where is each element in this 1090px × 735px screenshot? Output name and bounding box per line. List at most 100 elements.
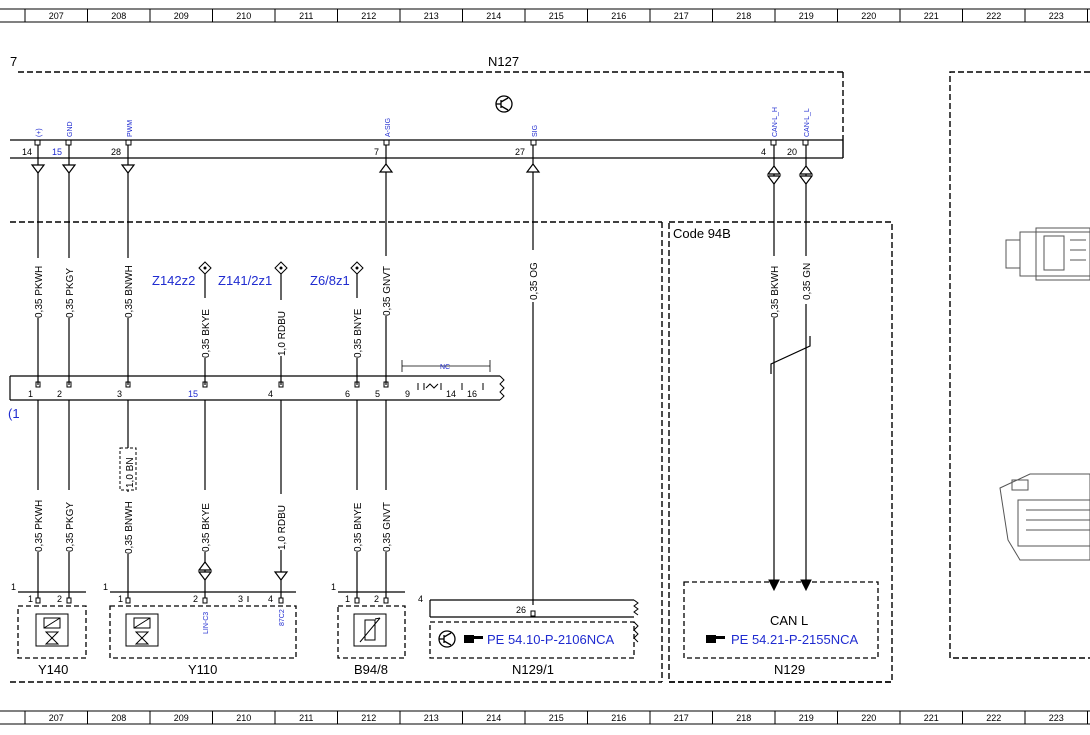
bottom-ruler-label: 212 (361, 713, 376, 723)
bottom-ruler-label: 207 (49, 713, 64, 723)
bottom-ruler-label: 213 (424, 713, 439, 723)
svg-text:B94/8: B94/8 (354, 662, 388, 677)
svg-text:1: 1 (345, 594, 350, 604)
svg-text:3: 3 (117, 389, 122, 399)
pin-27: 27 SIG (515, 125, 539, 157)
intermediate-connector: (1 NC 1 2 3 15 4 6 5 (8, 360, 505, 421)
connector-left-fragment: (1 (8, 406, 20, 421)
svg-text:9: 9 (405, 389, 410, 399)
svg-text:GND: GND (67, 121, 74, 137)
bottom-ruler-label: 219 (799, 713, 814, 723)
top-ruler-label: 220 (861, 11, 876, 21)
upper-wires (37, 145, 807, 605)
top-ruler-label: 222 (986, 11, 1001, 21)
bottom-ruler-label: 216 (611, 713, 626, 723)
top-ruler-label: 221 (924, 11, 939, 21)
svg-text:16: 16 (467, 389, 477, 399)
splice-points: Z142z2 Z141/2z1 Z6/8z1 (152, 261, 364, 288)
svg-text:0,35 GNVT: 0,35 GNVT (382, 502, 393, 552)
svg-text:LIN-C3: LIN-C3 (203, 612, 210, 634)
bottom-ruler-label: 217 (674, 713, 689, 723)
pin-14: 14 (+) (22, 128, 43, 157)
svg-text:Y110: Y110 (188, 662, 217, 677)
svg-text:Z142z2: Z142z2 (152, 273, 195, 288)
svg-text:1: 1 (28, 389, 33, 399)
bottom-ruler-label: 208 (111, 713, 126, 723)
svg-text:3: 3 (238, 594, 243, 604)
svg-text:7: 7 (374, 147, 379, 157)
component-y110: 1 1 2 3 4 LIN-C3 87C2 Y110 (103, 582, 297, 677)
n127-module: 7 N127 (10, 54, 844, 159)
right-module-outline (949, 71, 1090, 659)
svg-text:2: 2 (374, 594, 379, 604)
harness-boundary (10, 221, 663, 683)
svg-text:0,35 PKWH: 0,35 PKWH (34, 266, 45, 318)
svg-text:4: 4 (418, 594, 423, 604)
lower-wire-labels: 0,35 PKWH 0,35 PKGY 0,35 BNWH 0,35 BKYE … (31, 490, 393, 554)
svg-text:26: 26 (516, 605, 526, 615)
n127-left-fragment: 7 (10, 54, 17, 69)
n127-title: N127 (488, 54, 519, 69)
svg-text:Z6/8z1: Z6/8z1 (310, 273, 350, 288)
top-ruler-label: 217 (674, 11, 689, 21)
top-ruler-label: 218 (736, 11, 751, 21)
pin-28: 28 PWM (111, 120, 134, 157)
upper-wire-labels: 0,35 PKWH 0,35 PKGY 0,35 BNWH 0,35 BKYE … (31, 250, 813, 358)
svg-text:0,35 BNWH: 0,35 BNWH (124, 265, 135, 318)
top-ruler-label: 215 (549, 11, 564, 21)
svg-text:20: 20 (787, 147, 797, 157)
pin-7: 7 A-SIG (374, 118, 392, 157)
svg-text:N129/1: N129/1 (512, 662, 554, 677)
component-n129-1: 4 26 PE 54.10-P-2106NCA N129/1 (418, 594, 639, 677)
pointing-hand-icon (464, 635, 483, 643)
svg-text:14: 14 (22, 147, 32, 157)
svg-text:0,35 PKWH: 0,35 PKWH (34, 500, 45, 552)
svg-text:1,0 BN: 1,0 BN (125, 457, 136, 488)
svg-text:CAN L: CAN L (770, 613, 808, 628)
svg-text:0,35 GN: 0,35 GN (802, 263, 813, 300)
sensor-icon (353, 613, 387, 647)
pin-15: 15 GND (52, 121, 74, 157)
splice-z142z2: Z142z2 (152, 261, 212, 288)
transistor-icon (438, 630, 456, 648)
svg-text:28: 28 (111, 147, 121, 157)
svg-text:(+): (+) (36, 128, 43, 137)
svg-text:2: 2 (57, 389, 62, 399)
bn-marker: 1,0 BN (119, 447, 137, 491)
lower-arrows (197, 561, 289, 581)
svg-text:A-SIG: A-SIG (385, 118, 392, 137)
svg-text:4: 4 (268, 594, 273, 604)
component-n129: CAN L PE 54.21-P-2155NCA N129 (683, 581, 879, 677)
svg-text:27: 27 (515, 147, 525, 157)
bottom-ruler-label: 222 (986, 713, 1001, 723)
bottom-ruler-label: 223 (1049, 713, 1064, 723)
svg-text:15: 15 (52, 147, 62, 157)
svg-text:4: 4 (761, 147, 766, 157)
svg-text:0,35 PKGY: 0,35 PKGY (65, 502, 76, 552)
svg-text:15: 15 (188, 389, 198, 399)
svg-text:1: 1 (11, 582, 16, 592)
bottom-ruler-label: 209 (174, 713, 189, 723)
svg-text:0,35 BKYE: 0,35 BKYE (201, 503, 212, 552)
svg-text:87C2: 87C2 (279, 609, 286, 626)
transistor-icon (495, 95, 513, 113)
svg-text:5: 5 (375, 389, 380, 399)
svg-text:Y140: Y140 (38, 662, 68, 677)
solenoid-valve-icon (35, 613, 69, 647)
nc-bracket: NC (401, 360, 491, 372)
bottom-ruler-label: 214 (486, 713, 501, 723)
direction-arrows (30, 163, 814, 185)
top-ruler-label: 211 (299, 11, 313, 21)
svg-text:14: 14 (446, 389, 456, 399)
n127-pins: 14 (+) 15 GND 28 PWM 7 A-SIG 27 SIG 4 CA… (22, 107, 811, 157)
bottom-ruler-label: 220 (861, 713, 876, 723)
svg-text:0,35 GNVT: 0,35 GNVT (382, 266, 393, 316)
svg-text:NC: NC (440, 364, 450, 371)
top-ruler-label: 223 (1049, 11, 1064, 21)
svg-text:1: 1 (331, 582, 336, 592)
top-ruler-label: 207 (49, 11, 64, 21)
twisted-pair-marker (770, 336, 811, 374)
svg-text:PWM: PWM (127, 120, 134, 137)
